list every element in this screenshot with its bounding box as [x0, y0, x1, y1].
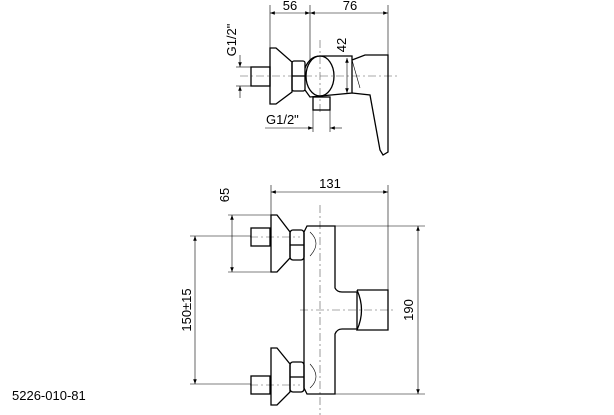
inlet-thread-label: G1/2": [224, 23, 239, 56]
dim-56: 56: [283, 0, 297, 13]
dim-131: 131: [319, 176, 341, 191]
dim-42: 42: [334, 38, 349, 52]
dim-65: 65: [217, 188, 232, 202]
outlet-thread-label: G1/2": [266, 112, 299, 127]
front-view: 131 65 150±15 190: [179, 176, 425, 415]
top-view: 56 76 42 G1/2" G1/2": [224, 0, 400, 156]
part-number: 5226-010-81: [12, 388, 86, 403]
dim-150-15: 150±15: [179, 288, 194, 331]
dim-190: 190: [401, 299, 416, 321]
dim-76: 76: [343, 0, 357, 13]
